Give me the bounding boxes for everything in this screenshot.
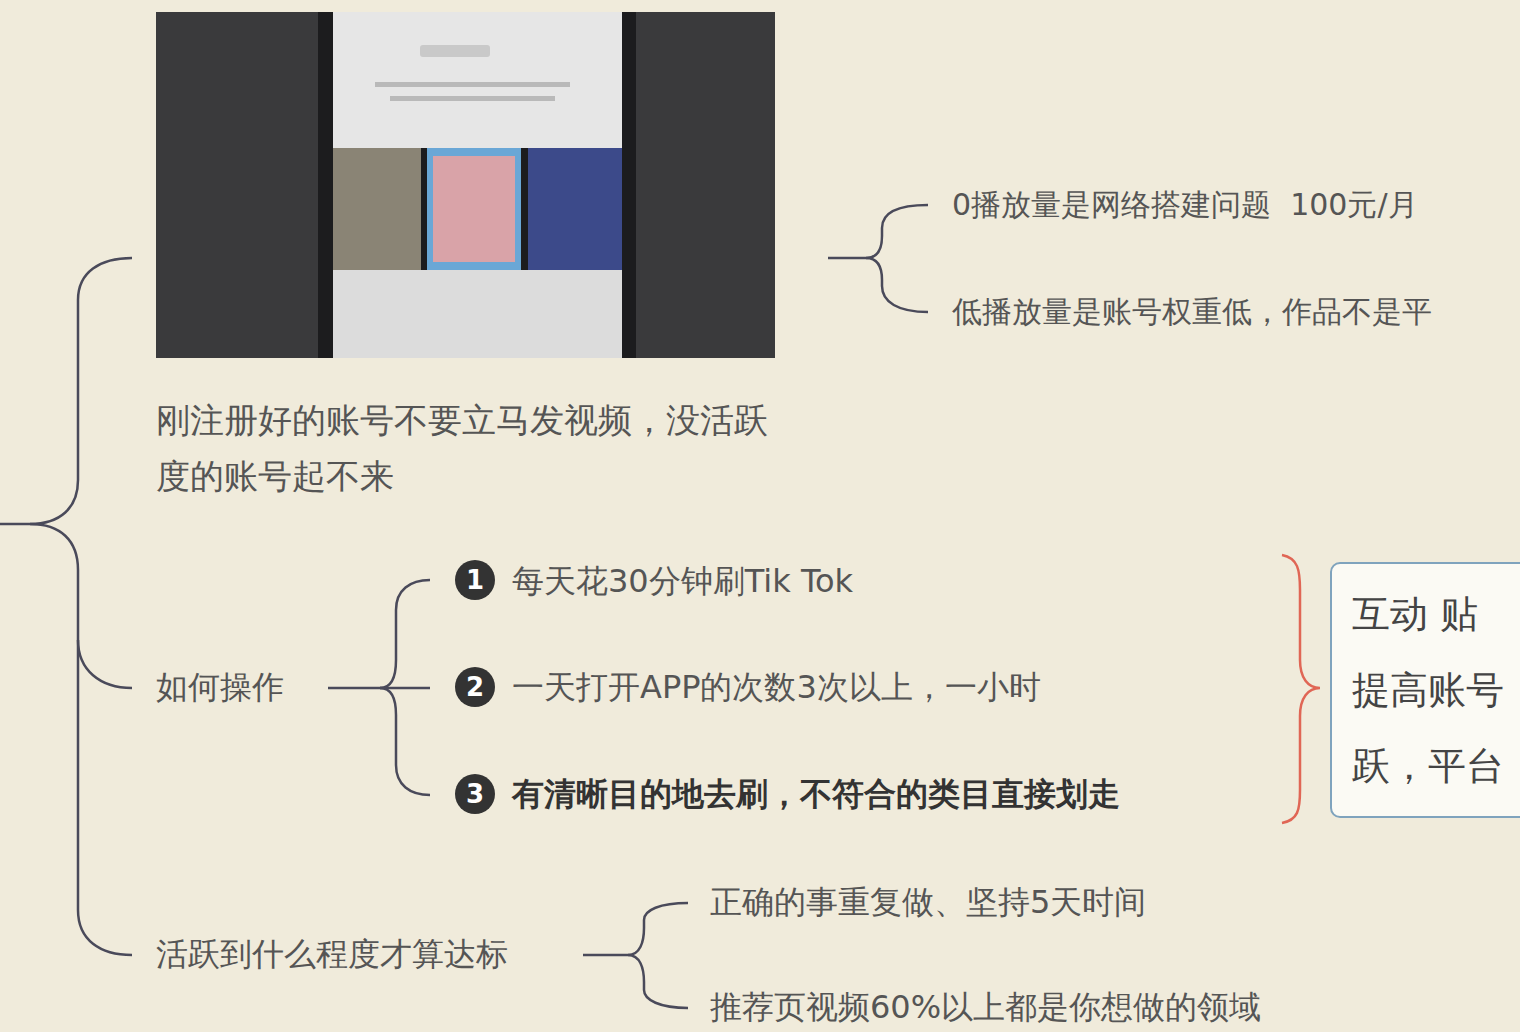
screen-line (390, 96, 555, 101)
thumb (427, 148, 521, 270)
branch-line (866, 258, 928, 312)
branch-line (380, 688, 430, 795)
branch-note: 正确的事重复做、坚持5天时间 (710, 881, 1146, 925)
branch-note: 低播放量是账号权重低，作品不是平 (952, 292, 1432, 333)
branch-line (30, 524, 132, 688)
phone-body (318, 12, 636, 358)
screen-line (375, 82, 570, 87)
thumb (528, 148, 622, 270)
branch-line (78, 640, 132, 955)
branch-line (628, 955, 688, 1008)
thumb (433, 156, 515, 262)
screen-button (420, 45, 490, 57)
phone-screen (333, 12, 622, 148)
branch-line (0, 258, 132, 524)
phone-photo (156, 12, 775, 358)
summary-brace (1282, 555, 1320, 823)
branch-note: 0播放量是网络搭建问题 100元/月 (952, 185, 1418, 226)
summary-box: 互动 贴 提高账号 跃，平台 (1330, 562, 1520, 818)
branch-line (328, 580, 430, 688)
topic-text: 如何操作 (156, 666, 284, 710)
topic-text: 刚注册好的账号不要立马发视频，没活跃度的账号起不来 (156, 392, 768, 504)
branch-line (380, 687, 430, 690)
step-text: 一天打开APP的次数3次以上，一小时 (512, 666, 1041, 710)
phone-screen (333, 270, 622, 358)
branch-line (583, 903, 688, 955)
box-text: 互动 贴 提高账号 跃，平台 (1352, 576, 1512, 804)
step-text: 每天花30分钟刷Tik Tok (512, 560, 853, 604)
callout-number: 2 (455, 667, 495, 707)
branch-line (828, 205, 928, 258)
topic-text: 活跃到什么程度才算达标 (156, 933, 508, 977)
step-text: 有清晰目的地去刷，不符合的类目直接划走 (512, 773, 1120, 817)
callout-number: 3 (455, 774, 495, 814)
callout-number: 1 (455, 560, 495, 600)
thumb (333, 148, 421, 270)
branch-note: 推荐页视频60%以上都是你想做的领域 (710, 986, 1261, 1030)
photo-frame (156, 12, 775, 358)
